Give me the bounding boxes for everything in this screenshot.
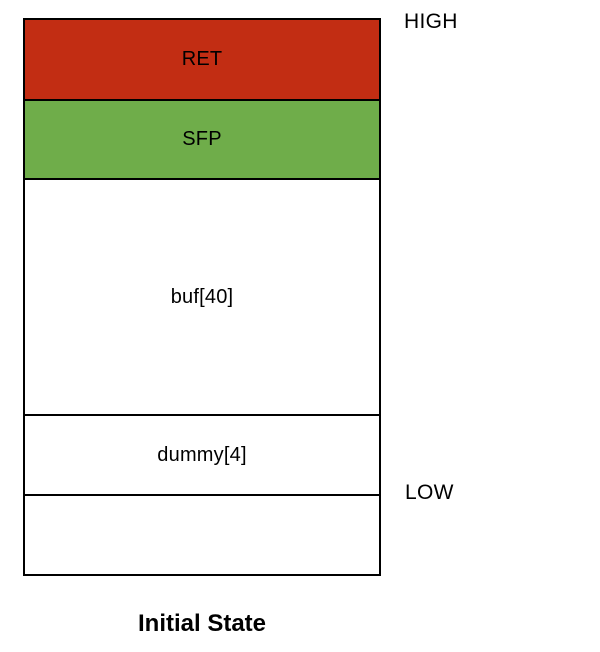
segment-label-buf: buf[40] bbox=[170, 285, 234, 308]
stack-segment-empty bbox=[25, 496, 379, 574]
segment-label-dummy: dummy[4] bbox=[157, 443, 247, 466]
low-address-label: LOW bbox=[405, 481, 454, 504]
segment-label-sfp: SFP bbox=[182, 128, 222, 150]
stack-segment-sfp: SFP bbox=[25, 101, 379, 180]
stack-segment-dummy: dummy[4] bbox=[25, 416, 379, 496]
stack-segment-buf: buf[40] bbox=[25, 180, 379, 416]
stack-box: RET SFP buf[40] dummy[4] bbox=[23, 18, 381, 576]
high-address-label: HIGH bbox=[404, 10, 458, 33]
stack-segment-ret: RET bbox=[25, 20, 379, 101]
diagram-title: Initial State bbox=[137, 610, 267, 637]
segment-label-ret: RET bbox=[181, 48, 223, 70]
